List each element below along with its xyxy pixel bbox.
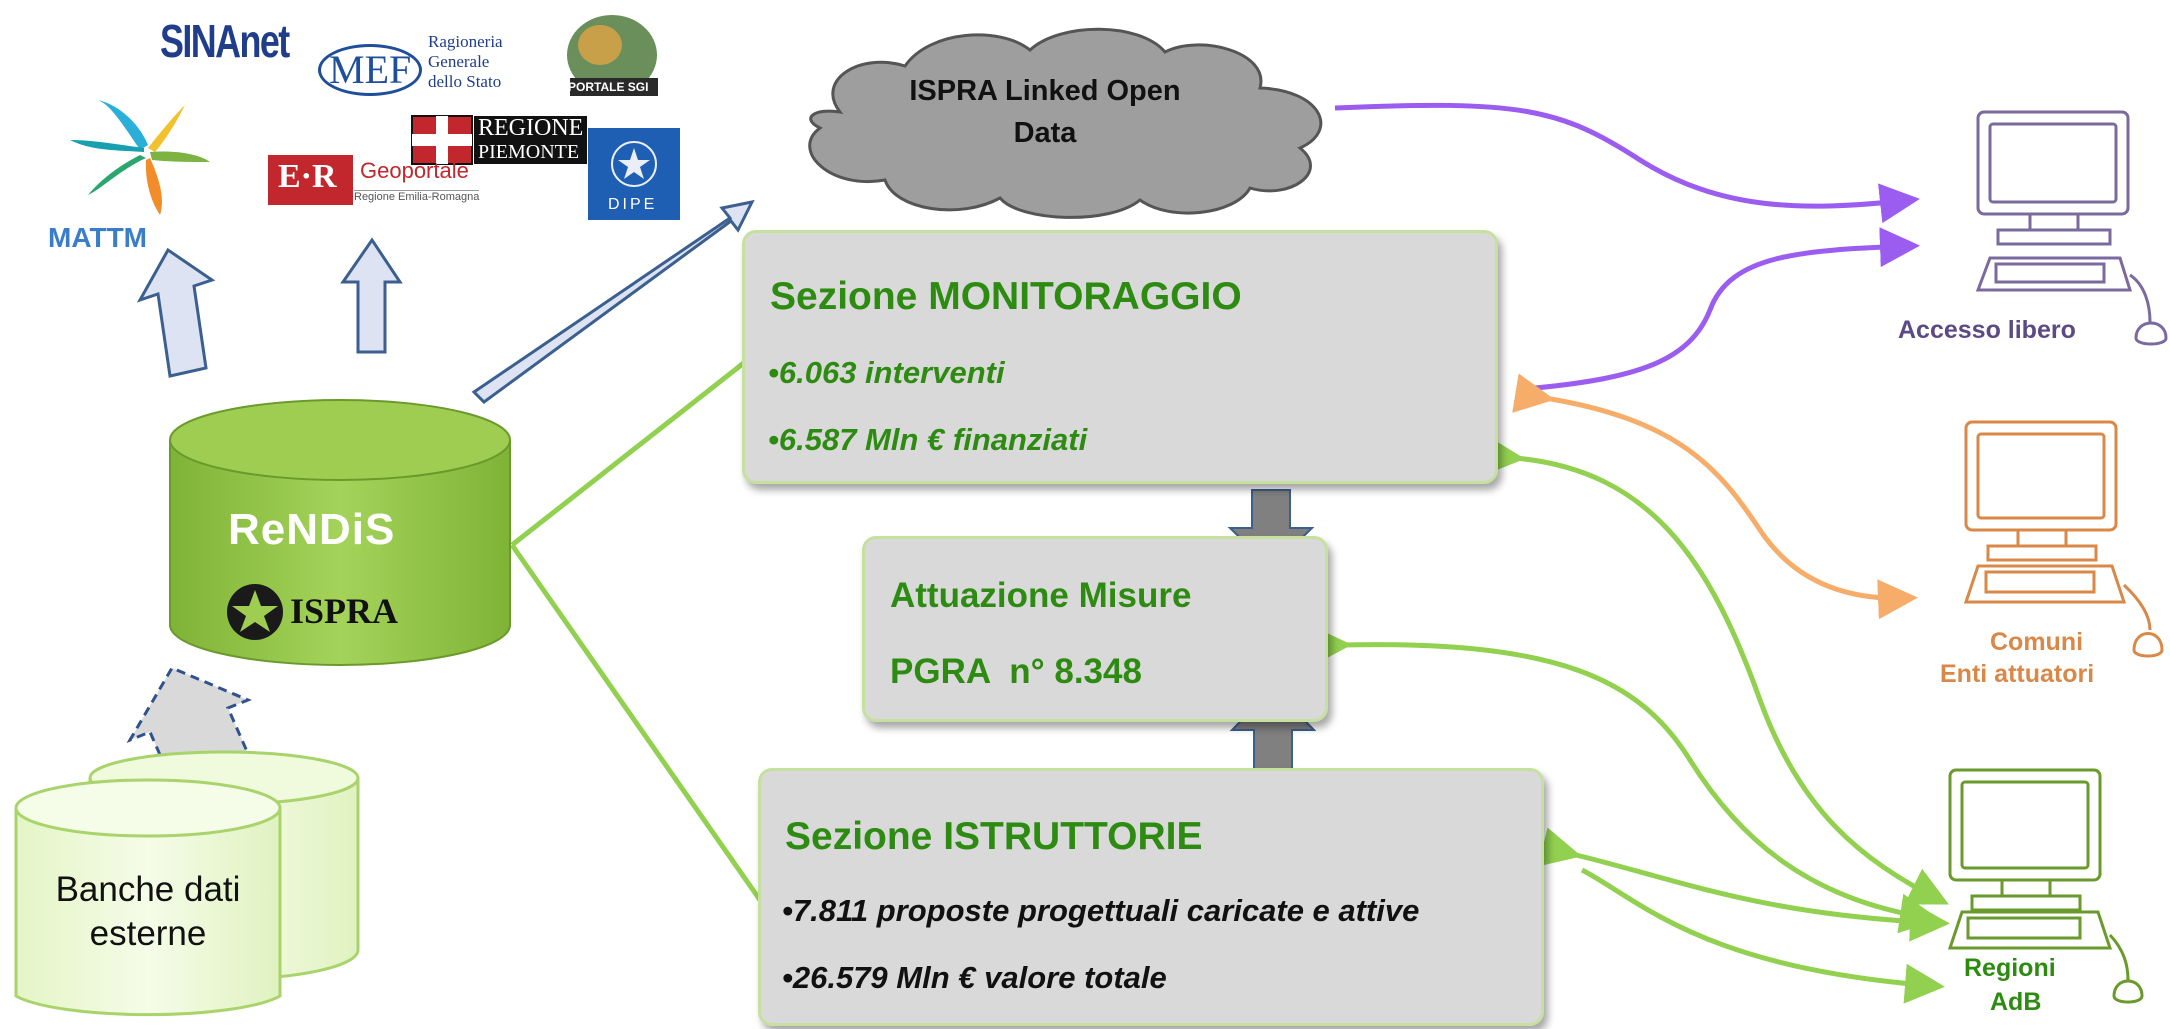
er-geoportale-text: Geoportale	[360, 158, 469, 183]
mattm-logo-icon	[70, 100, 210, 215]
dipe-logo-icon	[588, 128, 680, 220]
monitoraggio-box	[742, 230, 1498, 484]
mef-logo: MEF	[318, 44, 423, 96]
er-logo-block	[268, 155, 353, 205]
rendis-title: ReNDiS	[228, 505, 396, 554]
er-mark-text: E·R	[278, 158, 337, 195]
mattm-text: MATTM	[48, 222, 147, 253]
monitoraggio-title: Sezione MONITORAGGIO	[770, 275, 1242, 318]
connector-istruttorie	[509, 543, 763, 902]
green-arrow-istruttorie-regioni-2	[1580, 867, 1945, 1004]
computer-regioni-icon	[1947, 768, 2144, 1004]
green-arrow-monitoraggio-regioni	[1483, 435, 1949, 905]
portale-sgi-text: PORTALE SGI	[568, 80, 649, 94]
external-db-label: Banche dati esterne	[55, 870, 241, 953]
er-sub-text: Regione Emilia-Romagna	[354, 190, 480, 203]
accesso-libero-label: Accesso libero	[1898, 316, 2076, 344]
italy-emblem-icon	[227, 584, 283, 640]
istruttorie-item-proposte: •7.811 proposte progettuali caricate e a…	[782, 893, 1420, 928]
monitoraggio-item-interventi: •6.063 interventi	[768, 355, 1005, 390]
green-arrow-istruttorie-regioni	[1538, 827, 1950, 942]
up-arrow-mattm	[136, 247, 216, 378]
istruttorie-item-valore: •26.579 Mln € valore totale	[782, 960, 1167, 995]
cloud-label: ISPRA Linked Open Data	[909, 75, 1181, 149]
attuazione-title: Attuazione Misure	[890, 576, 1192, 615]
monitoraggio-item-finanziati: •6.587 Mln € finanziati	[768, 422, 1088, 457]
ragioneria-logo-text: Ragioneria Generale dello Stato	[428, 32, 503, 91]
cloud-icon	[808, 27, 1323, 219]
piemonte-logo-text: REGIONE PIEMONTE	[474, 116, 588, 164]
diagonal-arrow-cloud	[471, 199, 755, 404]
computer-comuni-icon	[1963, 420, 2164, 658]
dipe-text: DIPE	[608, 196, 658, 213]
piemonte-flag-icon	[411, 115, 473, 165]
attuazione-pgra: PGRA n° 8.348	[890, 652, 1142, 691]
connector-monitoraggio	[510, 360, 747, 547]
sinanet-logo: SINAnet	[160, 15, 290, 67]
computer-libero-icon	[1975, 110, 2168, 346]
purple-arrow-cloud-to-libero	[1334, 102, 1920, 224]
orange-arrow-monitoraggio-comuni	[1512, 373, 1918, 620]
portale-sgi-logo-icon	[567, 15, 658, 96]
purple-arrow-monitoraggio-to-libero	[1534, 227, 1920, 391]
istruttorie-title: Sezione ISTRUTTORIE	[785, 815, 1203, 858]
ispra-label: ISPRA	[290, 591, 399, 631]
istruttorie-box	[758, 768, 1544, 1026]
external-db-icon	[14, 750, 360, 1017]
up-arrow-geoportale	[340, 237, 403, 354]
attuazione-box	[862, 536, 1328, 722]
